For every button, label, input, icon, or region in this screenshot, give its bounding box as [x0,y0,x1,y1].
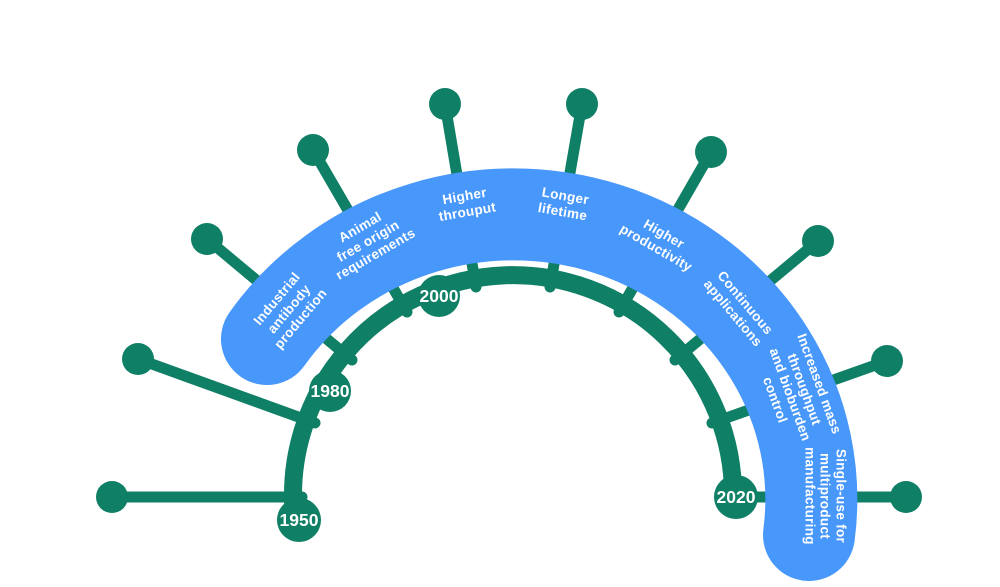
milestone-dot [695,136,727,168]
background-blob [105,160,315,224]
year-label: 1950 [280,510,319,530]
background-blob [738,162,823,234]
year-circle [714,475,758,519]
year-marker-2000: 2000 [418,275,460,317]
milestone-dot [191,223,223,255]
year-marker-2020: 2020 [714,475,758,519]
background-blob [826,280,938,348]
background-blob [848,370,1000,420]
year-circle [277,498,321,542]
year-marker-1950: 1950 [277,498,321,542]
era-band [221,168,858,581]
timeline-arc [284,266,743,517]
milestone-dot [890,481,922,513]
milestone-dot [802,225,834,257]
background-blobs [46,86,1000,476]
background-blob [612,86,827,142]
milestone-dot [96,481,128,513]
milestone-spoke [96,481,308,513]
year-label: 2000 [420,286,459,306]
background-blob [50,270,198,330]
milestone-dot [297,134,329,166]
year-circle [418,275,460,317]
milestone-spoke [122,343,321,429]
milestone-dot [566,88,598,120]
milestone-dot [429,88,461,120]
year-label: 1980 [311,381,350,401]
year-label: 2020 [717,487,756,507]
background-blob [852,424,1000,476]
spoke-line [132,353,321,429]
milestone-dot [122,343,154,375]
background-blob [110,92,260,144]
year-circle [309,370,351,412]
background-blob [46,421,424,475]
year-marker-1980: 1980 [309,370,351,412]
milestone-dot [871,345,903,377]
